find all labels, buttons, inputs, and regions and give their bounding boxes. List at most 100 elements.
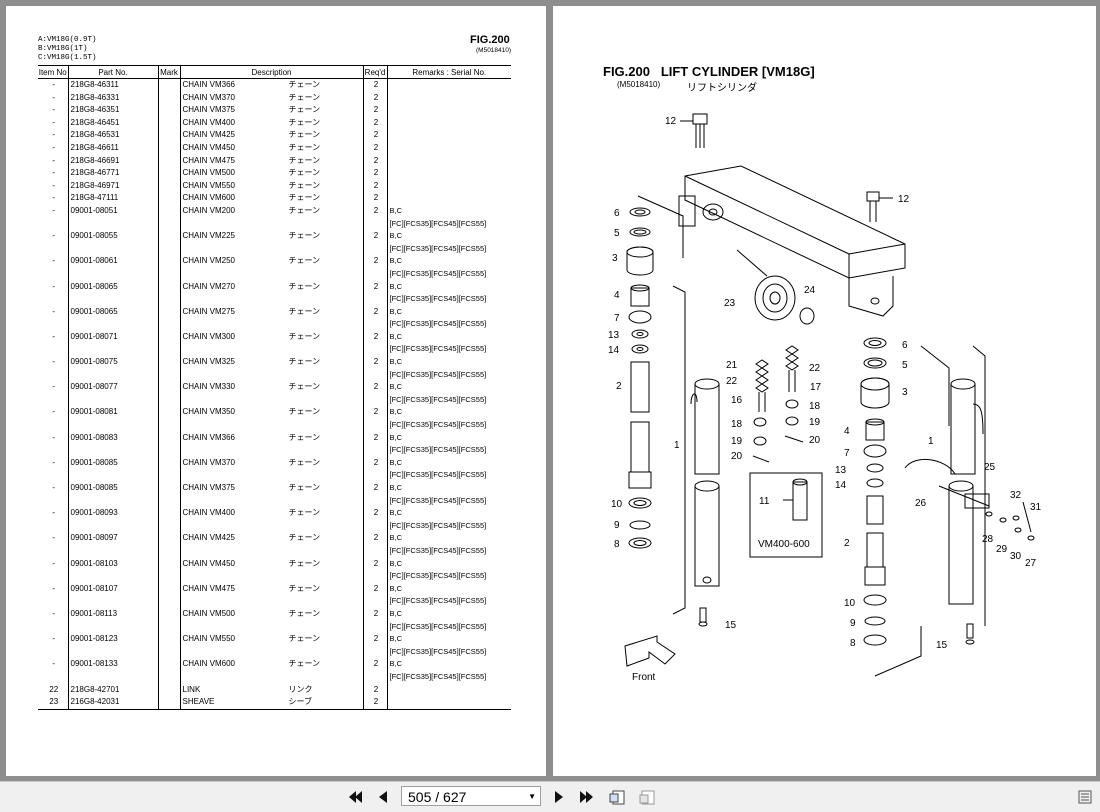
description-jp: チェーン xyxy=(288,155,321,165)
callout-15b: 15 xyxy=(936,640,948,651)
cell-empty xyxy=(363,343,388,357)
cell-part-no: 218G8-46531 xyxy=(68,129,159,142)
diagram-title: FIG.200 LIFT CYLINDER [VM18G] xyxy=(603,64,815,79)
fit-page-button[interactable] xyxy=(608,788,626,806)
sheave xyxy=(736,249,815,325)
description-jp: チェーン xyxy=(288,432,321,442)
first-page-button[interactable] xyxy=(346,788,364,806)
callout-8a: 8 xyxy=(614,539,620,550)
cell-empty xyxy=(68,570,159,583)
callout-26: 26 xyxy=(915,498,927,509)
cell-empty xyxy=(38,670,69,684)
description-jp: チェーン xyxy=(288,105,321,115)
callout-4b: 4 xyxy=(844,426,850,437)
table-row-continuation: [FC][FCS35][FCS45][FCS55] xyxy=(38,570,511,583)
cell-reqd: 2 xyxy=(363,607,388,621)
description-jp: チェーン xyxy=(288,92,321,102)
col-item-no: Item No xyxy=(38,65,69,79)
cell-mark xyxy=(158,330,181,344)
cell-empty xyxy=(180,368,364,382)
cell-part-no: 09001-08107 xyxy=(68,582,159,596)
next-page-button[interactable] xyxy=(550,788,568,806)
cell-reqd: 2 xyxy=(363,658,388,671)
cell-reqd: 2 xyxy=(363,683,388,697)
callout-22b: 22 xyxy=(809,363,821,374)
description-text: CHAIN VM450 xyxy=(182,558,235,568)
cell-remarks: B,C xyxy=(389,382,403,392)
sidebar-toggle-button[interactable] xyxy=(1076,788,1094,806)
cell-remarks-serial: [FC][FCS35][FCS45][FCS55] xyxy=(389,646,487,656)
description-text: CHAIN VM300 xyxy=(182,331,235,341)
table-row-continuation: [FC][FCS35][FCS45][FCS55] xyxy=(38,343,511,357)
cell-empty xyxy=(38,620,69,634)
description-text: CHAIN VM350 xyxy=(182,407,235,417)
model-b: B:VM18G(1T) xyxy=(38,45,88,53)
cell-empty xyxy=(68,595,159,608)
right-cylinder xyxy=(904,345,1032,626)
cell-empty xyxy=(363,494,388,508)
description-jp: チェーン xyxy=(288,483,321,492)
callout-1a: 1 xyxy=(674,440,680,451)
prev-page-button[interactable] xyxy=(374,788,392,806)
last-page-button[interactable] xyxy=(578,788,596,806)
cell-mark xyxy=(158,78,181,92)
cell-empty xyxy=(68,444,159,457)
crossbar xyxy=(678,165,906,317)
callout-14b: 14 xyxy=(835,480,847,491)
cell-reqd: 2 xyxy=(363,280,388,294)
cell-mark xyxy=(158,104,181,117)
cell-empty xyxy=(363,242,388,256)
small-hardware xyxy=(985,511,1035,541)
cell-remarks xyxy=(387,192,511,205)
cell-part-no: 09001-08061 xyxy=(68,255,159,268)
cell-remarks xyxy=(387,180,511,193)
table-row-continuation: [FC][FCS35][FCS45][FCS55] xyxy=(38,419,511,432)
col-part-no: Part No. xyxy=(68,65,159,79)
description-jp: チェーン xyxy=(288,80,321,89)
cell-mark xyxy=(158,255,181,268)
cell-remarks xyxy=(387,167,511,180)
cell-item-no: - xyxy=(38,305,69,319)
description-jp: チェーン xyxy=(288,508,321,518)
cell-empty xyxy=(158,242,181,256)
cell-empty xyxy=(38,419,69,432)
cell-remarks-serial: [FC][FCS35][FCS45][FCS55] xyxy=(389,495,487,505)
cell-reqd: 2 xyxy=(363,633,388,646)
cell-mark xyxy=(158,204,181,218)
callout-9a: 9 xyxy=(614,520,620,531)
cell-remarks-serial: [FC][FCS35][FCS45][FCS55] xyxy=(389,445,487,455)
cell-remarks xyxy=(387,92,511,105)
inset-box xyxy=(749,472,823,558)
description-text: CHAIN VM366 xyxy=(182,432,235,442)
description-jp: リンク xyxy=(288,684,313,694)
cell-part-no: 09001-08051 xyxy=(68,204,159,218)
cell-reqd: 2 xyxy=(363,179,388,193)
cell-item-no: - xyxy=(38,482,69,495)
description-jp: チェーン xyxy=(288,331,321,341)
cell-remarks-serial: [FC][FCS35][FCS45][FCS55] xyxy=(389,319,487,329)
cell-empty xyxy=(68,368,159,382)
cell-empty xyxy=(68,393,159,407)
cell-part-no: 09001-08113 xyxy=(68,607,159,621)
page-number-box[interactable]: 505 / 627 ▼ xyxy=(401,786,541,806)
chevron-down-icon: ▼ xyxy=(528,792,536,801)
cell-item-no: - xyxy=(38,356,69,369)
fit-width-button[interactable] xyxy=(638,788,656,806)
description-text: CHAIN VM600 xyxy=(182,193,235,203)
cell-remarks xyxy=(387,696,511,710)
